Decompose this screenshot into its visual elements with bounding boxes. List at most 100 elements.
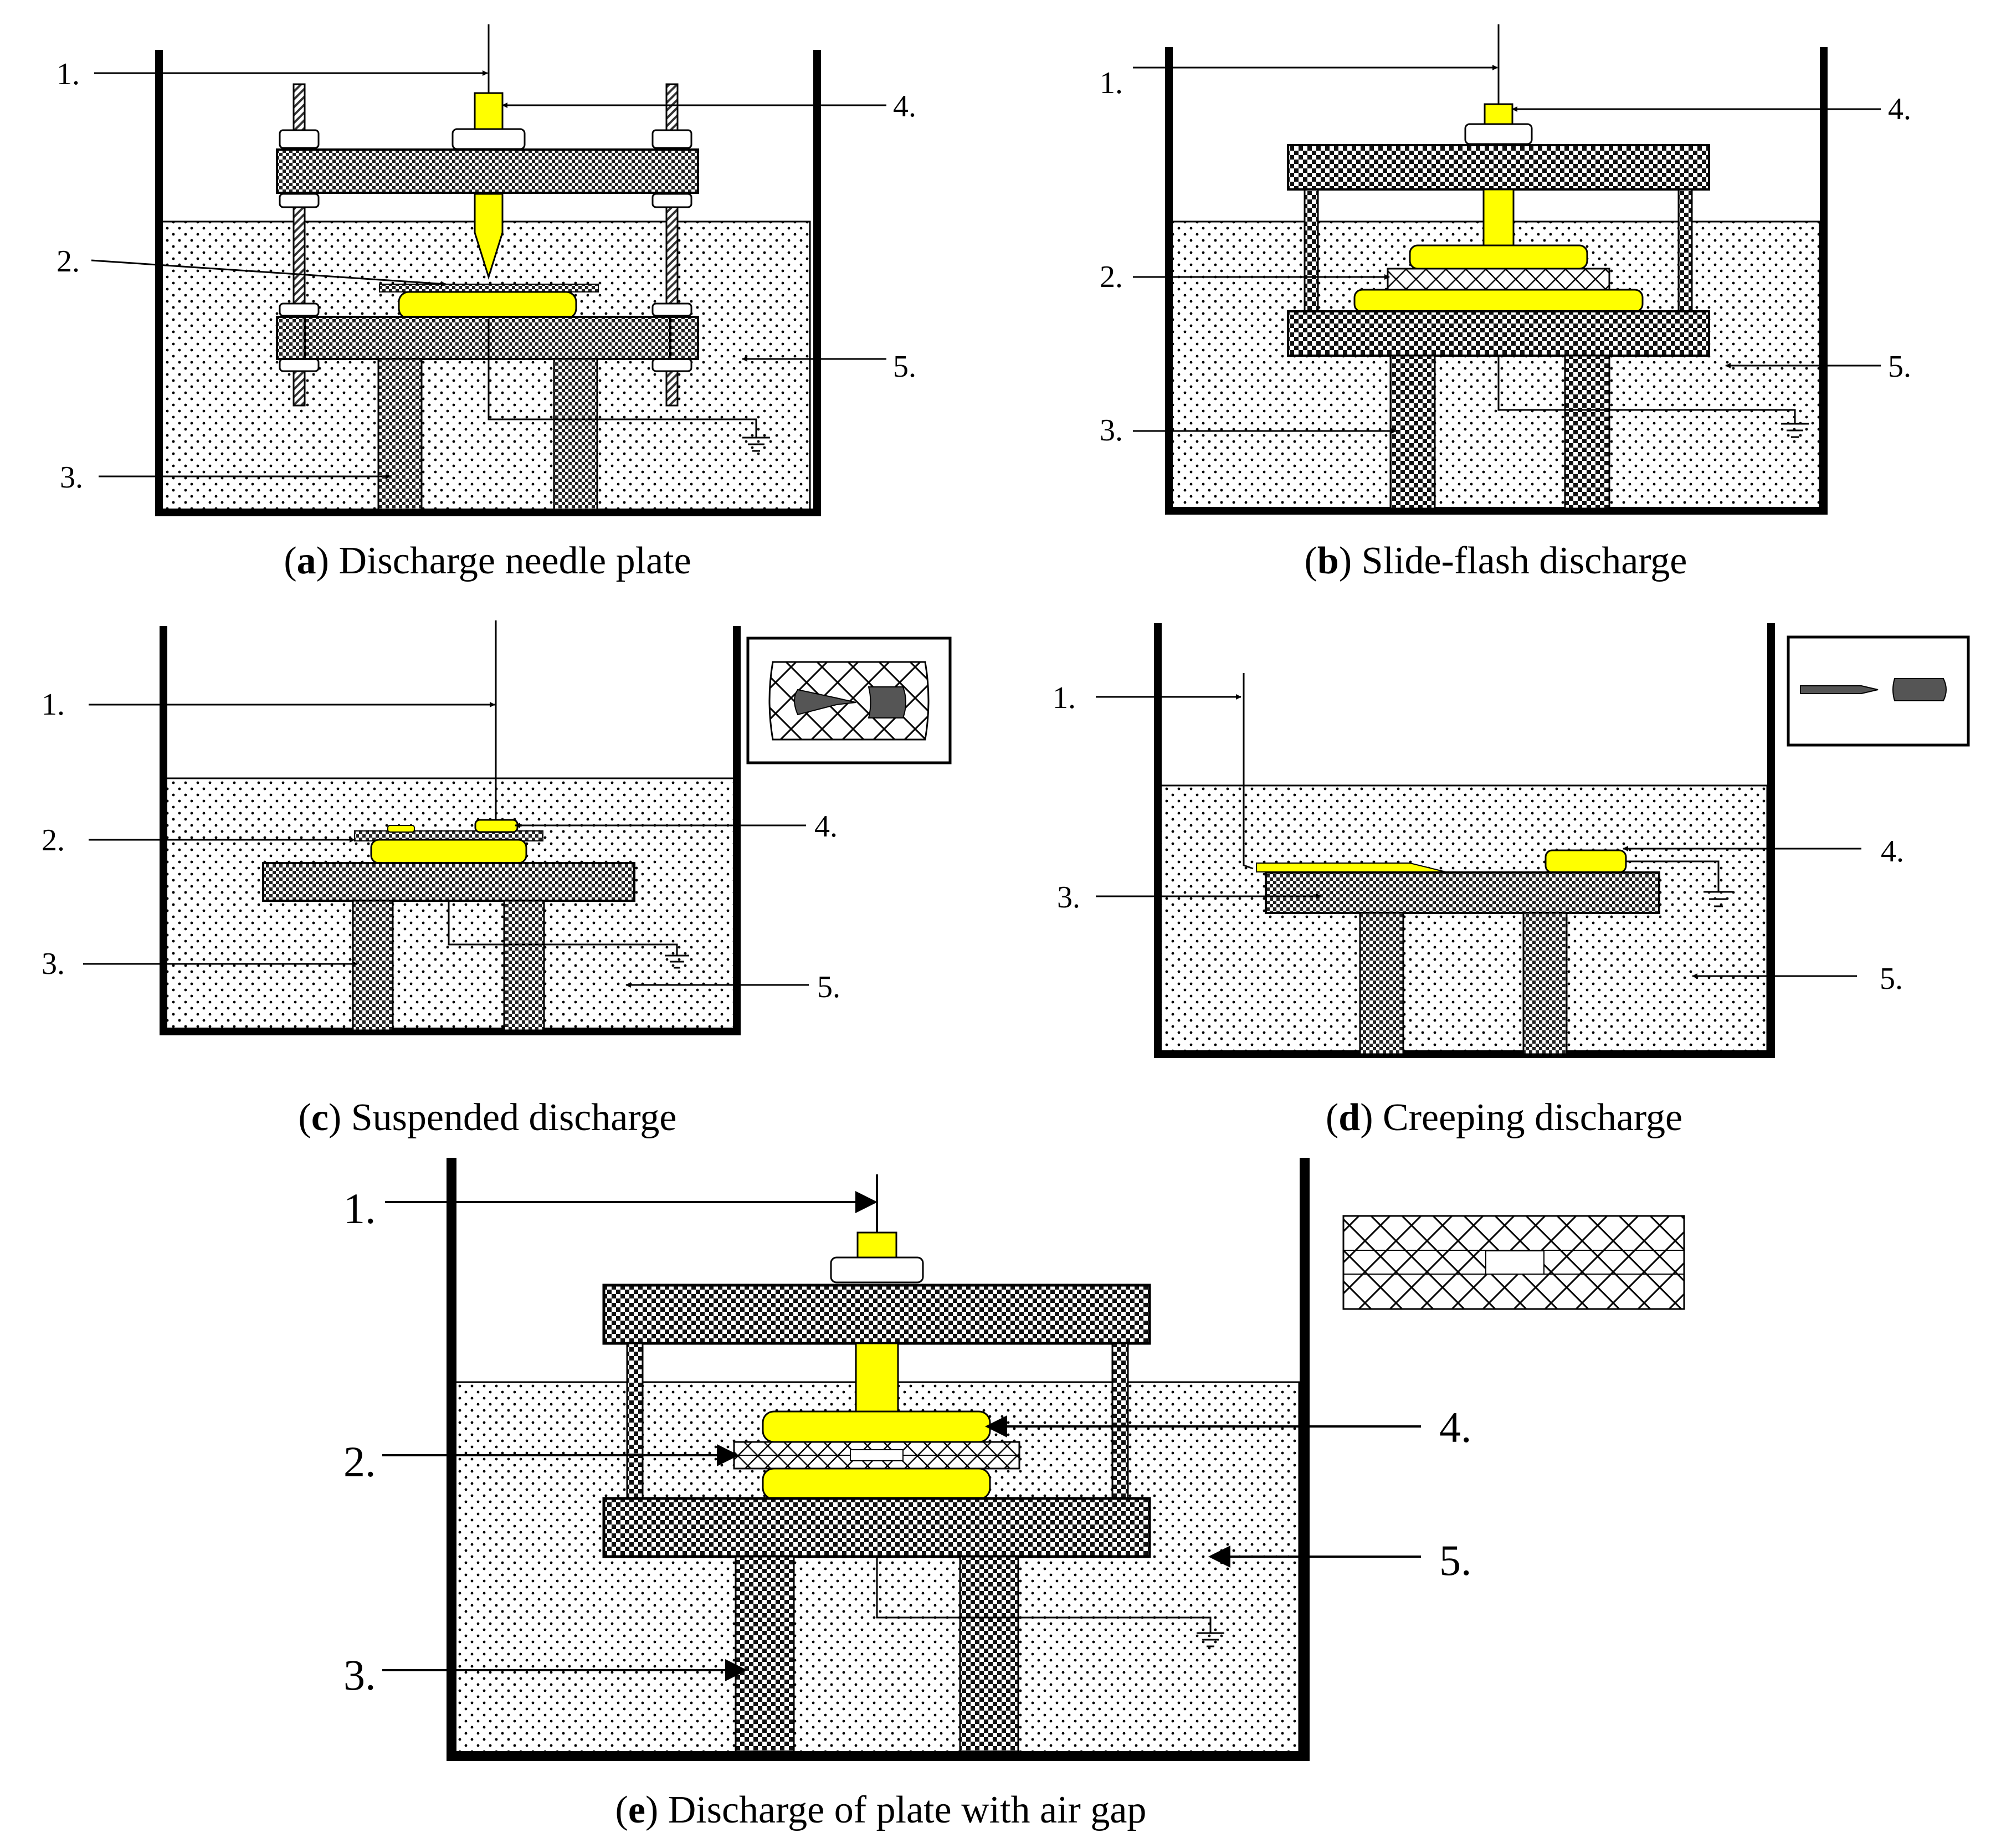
panel-c-small-electrode — [387, 825, 415, 833]
panel-d-label-5: 5. — [1880, 962, 1903, 996]
panel-d-inset-electrode-icon — [1892, 678, 1947, 701]
panel-c-inset-electrode-icon — [868, 686, 906, 718]
panel-e-side-post — [626, 1342, 644, 1500]
panel-b-support-leg — [1564, 355, 1610, 510]
panel-c-tank — [160, 626, 741, 1035]
panel-e-bottom-plate — [602, 1497, 1151, 1558]
panel-b-lower-electrode — [1353, 289, 1644, 313]
panel-b-electrode-terminal — [1484, 103, 1513, 125]
panel-b-ground-wire — [1497, 356, 1796, 424]
panel-a-label-2: 2. — [57, 244, 80, 279]
panel-a-caption: (a) Discharge needle plate — [284, 540, 691, 582]
panel-e-inset — [1342, 1215, 1685, 1310]
panel-c-plate-electrode — [370, 839, 527, 864]
panel-a-label-1: 1. — [57, 57, 80, 91]
panel-b-support-leg — [1389, 355, 1436, 510]
panel-c-inset — [746, 636, 952, 764]
panel-b-electrode-stem — [1482, 188, 1515, 248]
panel-b-sample — [1387, 268, 1610, 291]
panel-d: 1. 3. 4. 5. (d) Creeping discharge — [1053, 623, 1970, 1139]
panel-b-label-5: 5. — [1888, 350, 1911, 384]
panel-e-tank — [447, 1158, 1310, 1761]
panel-e-inset-air-gap — [1485, 1250, 1545, 1275]
panel-b: 1. 2. 3. 4. 5. (b) Slide-flash discharge — [1100, 24, 1911, 582]
panel-d-support-leg — [1359, 912, 1404, 1055]
panel-e-top-plate — [602, 1284, 1151, 1345]
panel-c: 1. 2. 3. 4. 5. (c) Suspended discharge — [42, 620, 952, 1139]
panel-d-label-3: 3. — [1057, 880, 1080, 915]
panel-a-nut — [279, 129, 320, 149]
panel-e-air-gap — [850, 1449, 904, 1461]
panel-e-caption: (e) Discharge of plate with air gap — [615, 1789, 1147, 1831]
panel-d-ground-icon — [1703, 891, 1733, 907]
panel-a-electrode-terminal — [474, 92, 504, 130]
panel-c-ground-wire — [448, 901, 678, 956]
panel-e-label-3: 3. — [343, 1651, 376, 1699]
panel-a-tank — [155, 50, 821, 516]
panel-b-upper-electrode — [1409, 244, 1588, 270]
panel-b-bottom-plate — [1287, 310, 1710, 357]
panel-d-plate-electrode — [1545, 849, 1627, 874]
panel-d-label-1: 1. — [1053, 681, 1076, 715]
panel-e-support-leg — [735, 1556, 795, 1753]
panel-a-terminal-nut — [451, 128, 526, 150]
panel-a-nut — [651, 302, 692, 317]
panel-b-side-post — [1304, 188, 1319, 312]
panel-d-caption: (d) Creeping discharge — [1326, 1096, 1682, 1139]
panel-e-label-5: 5. — [1439, 1536, 1472, 1584]
panel-e-upper-electrode — [762, 1410, 991, 1443]
panel-b-label-2: 2. — [1100, 260, 1123, 294]
panel-a-liquid — [158, 220, 811, 511]
panel-b-label-4: 4. — [1888, 92, 1911, 126]
panel-a-sample — [379, 284, 599, 292]
panel-b-side-post — [1677, 188, 1693, 312]
panel-d-label-4: 4. — [1881, 834, 1904, 869]
panel-b-ground-icon — [1781, 423, 1809, 438]
panel-b-terminal-nut — [1464, 123, 1533, 145]
panel-a-leader-2 — [91, 259, 447, 287]
panel-a-label-4: 4. — [893, 89, 916, 124]
panel-a-label-3: 3. — [60, 460, 83, 495]
panel-c-board — [262, 862, 635, 902]
panel-c-label-1: 1. — [42, 687, 65, 722]
panel-b-tank — [1165, 47, 1828, 515]
panel-e-electrode-terminal — [856, 1231, 897, 1259]
panel-c-label-5: 5. — [817, 970, 840, 1004]
panel-a-ground-icon — [742, 437, 770, 452]
panel-a-nut — [651, 129, 692, 149]
panel-e-side-post — [1111, 1342, 1129, 1500]
panel-b-label-1: 1. — [1100, 66, 1123, 100]
panel-a-label-5: 5. — [893, 350, 916, 384]
panel-d-hv-lead — [1243, 673, 1254, 870]
panel-c-label-3: 3. — [42, 947, 65, 981]
panel-e-ground-icon — [1197, 1632, 1224, 1647]
panel-a-nut — [651, 358, 692, 372]
panel-b-top-plate — [1287, 144, 1710, 191]
panel-d-needle-electrode — [1256, 863, 1446, 872]
panel-c-label-2: 2. — [42, 823, 65, 858]
panel-d-liquid — [1157, 784, 1768, 1054]
panel-c-caption: (c) Suspended discharge — [299, 1096, 677, 1139]
panel-a-nut — [279, 302, 320, 317]
panel-a-needle-electrode — [474, 193, 504, 280]
panel-e-label-2: 2. — [343, 1438, 376, 1486]
panel-a-support-leg — [377, 358, 423, 511]
panel-a-plate-electrode — [398, 291, 577, 320]
panel-a-nut — [651, 193, 692, 208]
panel-e-label-1: 1. — [343, 1184, 376, 1233]
panel-a-top-plate — [276, 148, 699, 194]
panel-e: 1. 2. 3. 4. 5. (e) Discharge of plate wi… — [343, 1158, 1685, 1831]
panel-d-ground-wire — [1626, 860, 1720, 892]
panel-e-electrode-stem — [855, 1342, 899, 1414]
panel-a-nut — [279, 358, 320, 372]
panel-e-ground-wire — [876, 1557, 1212, 1633]
panel-c-suspended-electrode — [474, 819, 519, 833]
panel-e-label-4: 4. — [1439, 1403, 1472, 1451]
panel-c-inset-needle-icon — [794, 689, 856, 716]
panel-c-support-leg — [352, 900, 394, 1031]
panel-c-ground-icon — [665, 954, 689, 969]
panel-a-nut — [279, 193, 320, 208]
panel-b-label-3: 3. — [1100, 413, 1123, 448]
